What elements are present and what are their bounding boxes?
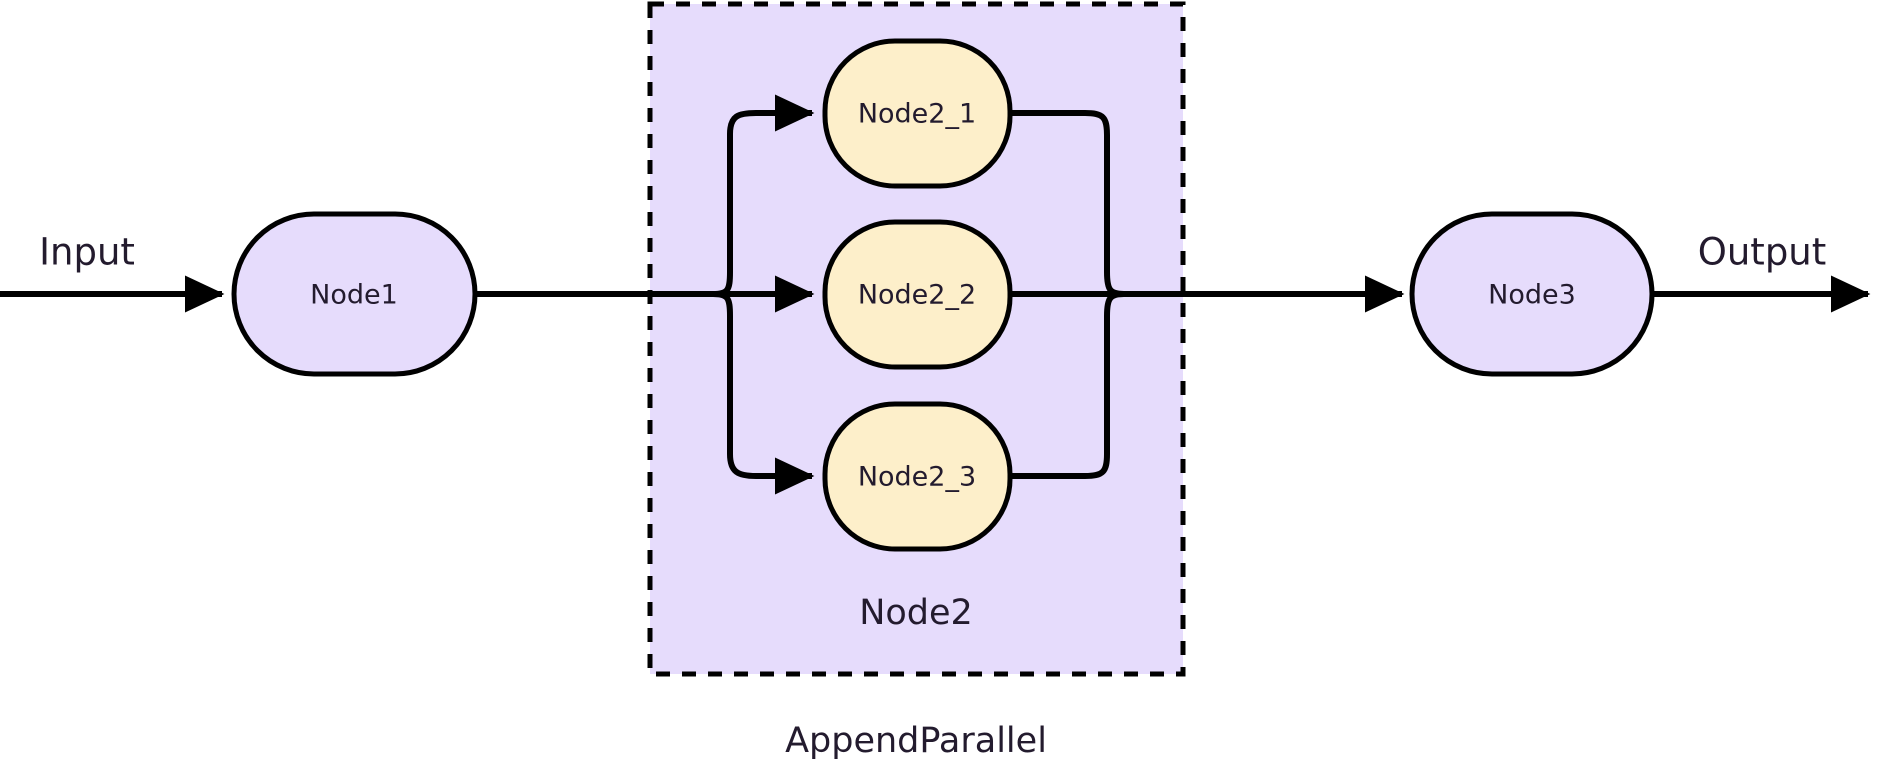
node-node2-3-label: Node2_3 <box>858 462 976 493</box>
node-node3-label: Node3 <box>1488 280 1576 311</box>
node-node3[interactable] <box>1409 211 1655 377</box>
input-label: Input <box>39 231 135 274</box>
diagram-caption-appendparallel: AppendParallel <box>785 721 1047 761</box>
node-node2-3[interactable] <box>822 401 1013 552</box>
node-node1-label: Node1 <box>310 280 398 311</box>
node-node2-1[interactable] <box>822 38 1013 189</box>
node-node2-2-label: Node2_2 <box>858 280 976 311</box>
edge-node2-3-to-merge <box>1010 291 1125 479</box>
node-node2-2[interactable] <box>822 219 1013 370</box>
node-node1[interactable] <box>231 211 478 377</box>
node-node2-1-label: Node2_1 <box>858 99 976 130</box>
edge-split-to-node2-3 <box>712 291 815 495</box>
group-label-node2: Node2 <box>859 593 973 633</box>
output-label: Output <box>1698 231 1827 274</box>
